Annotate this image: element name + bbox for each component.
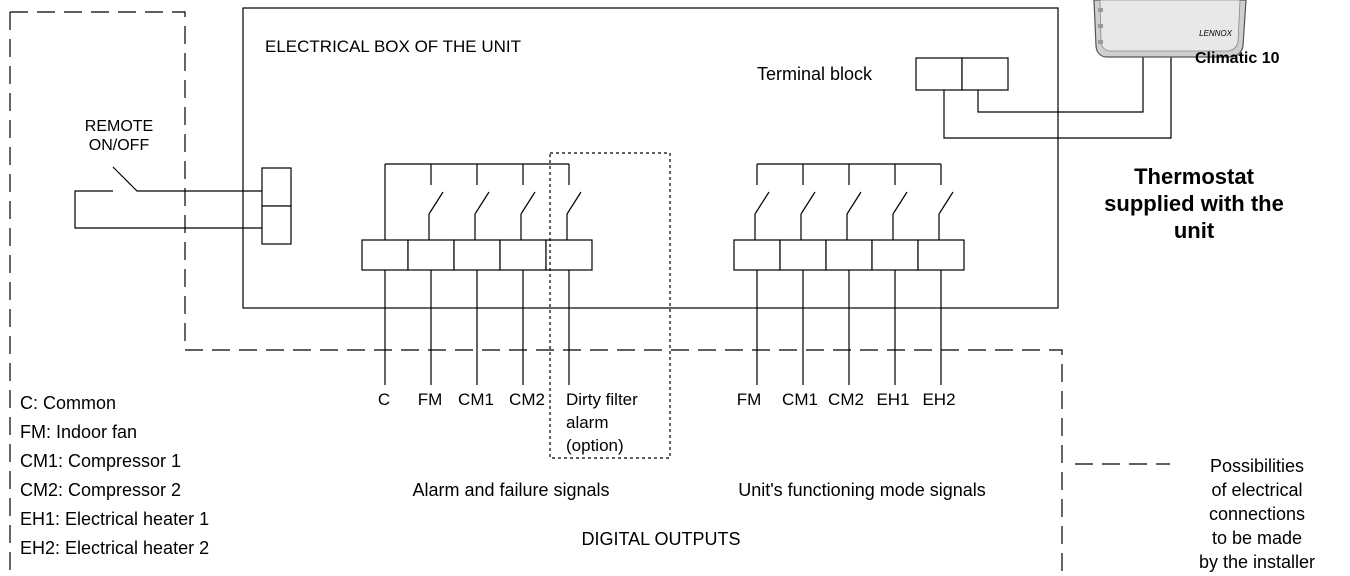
thermostat-wire-outer [943,0,1172,139]
alarm-relay-terminal-4 [545,239,593,271]
mode-relay-contact-blade-3 [892,191,908,215]
thermostat-device: LENNOX [1093,0,1247,58]
remote-terminal-bottom [261,205,292,245]
alarm-relay-terminal-3 [499,239,547,271]
thermostat-device-name: Climatic 10 [1195,50,1280,67]
remote-label-line-1: REMOTE [85,118,153,135]
alarm-relay-contact-blade-4 [566,191,582,215]
alarm-relay-terminal-0 [361,239,409,271]
mode-relay-terminal-0 [733,239,781,271]
thermostat-brand: LENNOX [1199,29,1233,38]
legend-item-cm2: CM2: Compressor 2 [20,480,181,500]
terminal-block-cell-right [961,57,1009,91]
dirty-filter-option-box [549,152,671,459]
legend-item-c: C: Common [20,393,116,413]
legend-item-eh1: EH1: Electrical heater 1 [20,509,209,529]
terminal-label-cm1: CM1 [458,390,494,409]
mode-relay-contact-blade-4 [938,191,954,215]
alarm-group-label: Alarm and failure signals [412,480,609,500]
dashed-legend-line-5: by the installer [1199,552,1315,572]
remote-switch-wiring [74,166,265,229]
alarm-relay-terminal-2 [453,239,501,271]
dashed-legend-line-1: Possibilities [1210,456,1304,476]
mode-terminal-label-eh2: EH2 [922,390,955,409]
dirty-filter-line-1: Dirty filter [566,390,638,409]
digital-outputs-label: DIGITAL OUTPUTS [581,529,740,549]
alarm-relay-terminal-1 [407,239,455,271]
terminal-label-cm2: CM2 [509,390,545,409]
terminal-block-label: Terminal block [757,64,873,84]
mode-group-label: Unit's functioning mode signals [738,480,986,500]
mode-relay-terminal-1 [779,239,827,271]
legend-item-fm: FM: Indoor fan [20,422,137,442]
thermostat-caption-line-2: supplied with the [1104,191,1284,216]
terminal-label-fm: FM [418,390,443,409]
alarm-relay-contact-blade-1 [428,191,444,215]
thermostat-caption-line-1: Thermostat [1134,164,1254,189]
relay-outputs [361,163,965,385]
mode-relay-contact-blade-2 [846,191,862,215]
mode-relay-contact-blade-0 [754,191,770,215]
dashed-legend-line-2: of electrical [1211,480,1302,500]
mode-terminal-label-cm1: CM1 [782,390,818,409]
mode-terminal-label-cm2: CM2 [828,390,864,409]
mode-terminal-label-fm: FM [737,390,762,409]
alarm-relay-contact-blade-2 [474,191,490,215]
mode-relay-terminal-3 [871,239,919,271]
installer-boundary [9,11,1063,576]
alarm-relay-contact-blade-3 [520,191,536,215]
legend-item-cm1: CM1: Compressor 1 [20,451,181,471]
dirty-filter-line-3: (option) [566,436,624,455]
remote-label-line-2: ON/OFF [89,137,150,154]
thermostat-caption-line-3: unit [1174,218,1215,243]
electrical-box-title: ELECTRICAL BOX OF THE UNIT [265,37,521,56]
mode-relay-terminal-4 [917,239,965,271]
terminal-label-c: C [378,390,390,409]
mode-relay-contact-blade-1 [800,191,816,215]
legend-item-eh2: EH2: Electrical heater 2 [20,538,209,558]
dirty-filter-line-2: alarm [566,413,609,432]
mode-terminal-label-eh1: EH1 [876,390,909,409]
electrical-box [242,7,1059,309]
mode-relay-terminal-2 [825,239,873,271]
dashed-legend-line-3: connections [1209,504,1305,524]
terminal-block-cell-left [915,57,963,91]
remote-terminal-top [261,167,292,207]
dashed-legend-line-4: to be made [1212,528,1302,548]
